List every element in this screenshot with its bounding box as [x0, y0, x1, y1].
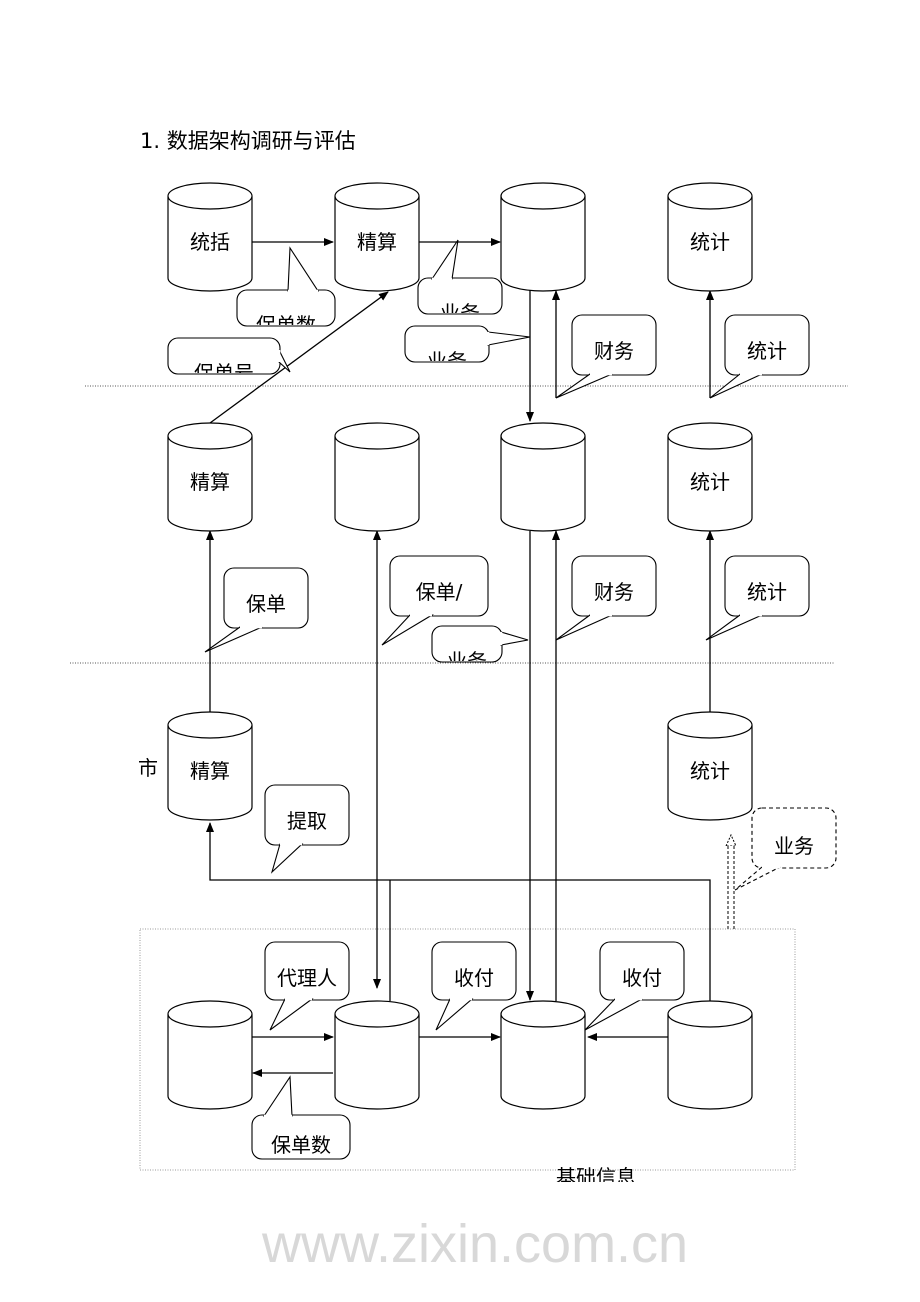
- callout-dailiren: 代理人: [264, 941, 350, 1031]
- callout-r1-caiwu: 财务: [555, 314, 657, 399]
- watermark: www.zixin.com.cn: [261, 1214, 688, 1274]
- database-cylinder: [167, 1000, 253, 1110]
- callout-text: 保单数: [271, 1133, 331, 1157]
- callout-text: 收付: [622, 966, 662, 990]
- callout-r1-baodan: 保单数: [236, 246, 336, 337]
- callout-yewu-dashed: 业务: [734, 807, 837, 891]
- database-cylinder: 统计: [667, 182, 753, 292]
- cylinder-label: 统计: [690, 230, 730, 254]
- callout-text: 保单号: [194, 361, 254, 385]
- callout-text: 保单: [246, 592, 286, 616]
- callout-text: 代理人: [277, 966, 337, 990]
- cylinder-label: 统括: [190, 230, 230, 254]
- callout-r1-yewu: 业务: [417, 239, 503, 325]
- database-cylinder: [500, 1000, 586, 1110]
- callout-text: 统计: [747, 339, 787, 363]
- callout-text: 保单数: [256, 313, 316, 337]
- cylinder-label: 统计: [690, 759, 730, 783]
- database-cylinder: 统括: [167, 182, 253, 292]
- cylinder-label: 统计: [690, 470, 730, 494]
- callout-r1-yewu2: 业务: [404, 325, 531, 373]
- database-cylinder: 精算: [334, 182, 420, 292]
- callout-text: 保单/: [416, 580, 463, 604]
- callout-text: 收付: [454, 966, 494, 990]
- callout-tiqu: 提取: [264, 784, 350, 874]
- callout-text: 业务: [440, 301, 480, 325]
- database-cylinder: 精算: [167, 422, 253, 532]
- callout-text: 业务: [427, 349, 467, 373]
- connectors: [206, 238, 734, 1077]
- callout-text: 统计: [747, 580, 787, 604]
- database-cylinder: 统计: [667, 422, 753, 532]
- cylinder-label: 精算: [357, 230, 397, 254]
- callout-text: 提取: [287, 809, 327, 833]
- database-cylinder: 精算: [167, 711, 253, 821]
- database-cylinder: [500, 182, 586, 292]
- database-cylinder: [500, 422, 586, 532]
- base-info-label: 基础信息: [556, 1165, 636, 1189]
- callout-text: 业务: [447, 649, 487, 673]
- callout-text: 财务: [594, 339, 634, 363]
- callout-text: 财务: [594, 580, 634, 604]
- database-cylinder: [667, 1000, 753, 1110]
- base-system-group: [139, 928, 796, 1171]
- callout-r2-caiwu: 财务: [555, 555, 657, 641]
- page-title: 1. 数据架构调研与评估: [140, 129, 356, 153]
- callout-shoufu2: 收付: [584, 941, 685, 1031]
- callout-shoufu1: 收付: [431, 941, 517, 1031]
- market-label: 市: [138, 756, 158, 780]
- database-cylinder: 统计: [667, 711, 753, 821]
- database-cylinder: [334, 422, 420, 532]
- callout-r1-tongji: 统计: [709, 314, 810, 399]
- callout-r2-yewu: 业务: [431, 625, 529, 673]
- cylinder-label: 精算: [190, 759, 230, 783]
- callout-r2-baodan: 保单: [204, 567, 309, 653]
- callout-baodanshu: 保单数: [251, 1075, 351, 1160]
- callout-text: 业务: [774, 834, 814, 858]
- callout-r2-baodan-slash: 保单/: [381, 555, 489, 646]
- callout-r2-tongji: 统计: [705, 555, 810, 641]
- cylinder-label: 精算: [190, 470, 230, 494]
- callout-r1-baodan2: 保单号: [167, 337, 291, 385]
- database-cylinder: [334, 1000, 420, 1110]
